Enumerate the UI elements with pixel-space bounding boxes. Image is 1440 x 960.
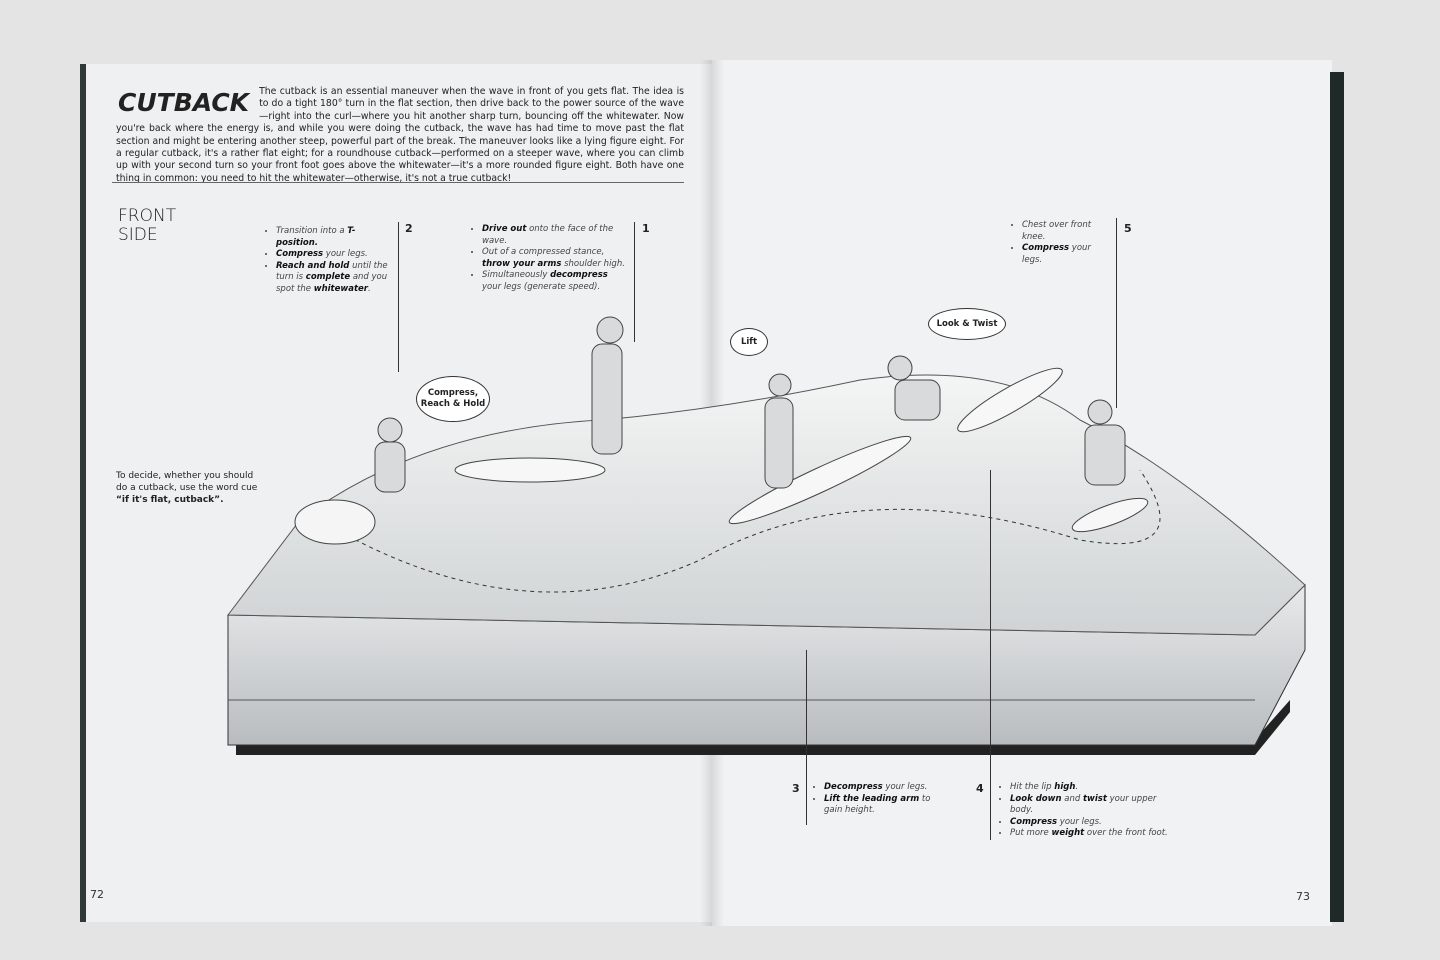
note-text: throw your arms [482, 258, 562, 269]
note-text: high [1054, 782, 1076, 792]
note-text: Hit the lip [1010, 782, 1055, 792]
note-text: and you spot the [276, 272, 388, 294]
slab-shadow [236, 700, 1290, 755]
cover-edge [1330, 72, 1344, 922]
step-4-item: Look down and twist your upper body. [1010, 794, 1180, 817]
step-2-leader [398, 222, 399, 372]
speech-bubble-compress: Compress, Reach & Hold [416, 376, 490, 422]
step-2-number: 2 [405, 222, 413, 235]
note-text: Compress [1022, 243, 1070, 253]
step-2-item: Transition into a T-position. [276, 226, 396, 249]
note-text: weight [1051, 828, 1085, 838]
note-text: T-position. [276, 226, 356, 248]
page-number-right: 73 [1296, 890, 1310, 903]
step-3-number: 3 [792, 782, 800, 795]
step-5-number: 5 [1124, 222, 1132, 235]
step-4-leader [990, 470, 991, 840]
step-2-item: Reach and hold until the turn is complet… [276, 261, 396, 296]
note-text: Put more [1010, 828, 1052, 838]
note-text: Simultaneously [482, 270, 551, 280]
note-text: Out of a compressed stance, [482, 247, 605, 257]
note-text: onto the face of the wave. [482, 224, 614, 246]
intro-block: CUTBACK The cutback is an essential mane… [116, 86, 684, 185]
note-text: until the turn is [276, 260, 388, 283]
note-text: your legs. [1022, 243, 1091, 265]
speech-bubble-lift: Lift [730, 328, 768, 356]
step-3-leader [806, 650, 807, 825]
note-text: . [1075, 782, 1079, 792]
page-number-left: 72 [90, 888, 104, 901]
figure-eight-path [319, 469, 1161, 593]
note-text: and [1061, 793, 1083, 804]
note-text: whitewater [313, 283, 368, 294]
section-heading-line: SIDE [118, 225, 158, 245]
note-text: your legs (generate speed). [482, 281, 601, 292]
step-4-item: Put more weight over the front foot. [1010, 828, 1180, 840]
note-text: twist [1082, 793, 1107, 804]
step-1-number: 1 [642, 222, 650, 235]
note-text: complete [305, 272, 351, 282]
surfboard [294, 499, 376, 545]
step-4-notes: Hit the lip high. Look down and twist yo… [1000, 782, 1180, 840]
step-2-item: Compress your legs. [276, 249, 396, 261]
step-5-leader [1116, 218, 1117, 408]
intro-paragraph: The cutback is an essential maneuver whe… [116, 86, 684, 184]
step-2-notes: Transition into a T-position. Compress y… [266, 226, 396, 295]
note-text: . [367, 283, 371, 294]
step-3-notes: Decompress your legs. Lift the leading a… [814, 782, 934, 817]
cue-quote: “if it's flat, cutback”. [116, 495, 224, 505]
step-5-item: Chest over front knee. [1022, 220, 1112, 243]
cue-text: To decide, whether you should do a cutba… [116, 471, 258, 493]
step-4-item: Compress your legs. [1010, 817, 1180, 829]
surfboard [728, 435, 912, 525]
note-text: your upper body. [1010, 793, 1157, 816]
note-text: Look down [1010, 793, 1062, 804]
step-1-leader [634, 222, 635, 342]
note-text: to gain height. [824, 793, 931, 816]
surfboard [454, 457, 606, 483]
surfboard [1071, 497, 1149, 533]
speech-bubble-look-twist: Look & Twist [928, 308, 1006, 340]
note-text: Lift the leading arm [824, 793, 920, 804]
surfer-figures [374, 316, 1126, 493]
word-cue-note: To decide, whether you should do a cutba… [116, 470, 266, 506]
section-heading-line: FRONT [118, 206, 177, 226]
step-1-item: Simultaneously decompress your legs (gen… [482, 270, 628, 293]
note-text: Compress [1010, 816, 1058, 827]
note-text: Transition into a [276, 226, 348, 236]
step-1-item: Out of a compressed stance, throw your a… [482, 247, 628, 270]
surfboard [957, 367, 1063, 433]
step-3-item: Decompress your legs. [824, 782, 934, 794]
note-text: shoulder high. [561, 258, 625, 269]
section-heading: FRONT SIDE [118, 207, 176, 245]
step-5-item: Compress your legs. [1022, 243, 1112, 266]
step-5-notes: Chest over front knee. Compress your leg… [1012, 220, 1112, 266]
note-text: Drive out [482, 224, 527, 234]
note-text: decompress [550, 270, 608, 280]
note-text: your legs. [882, 782, 928, 792]
step-3-item: Lift the leading arm to gain height. [824, 794, 934, 817]
note-text: over the front foot. [1084, 828, 1168, 838]
note-text: your legs. [1057, 816, 1102, 827]
step-4-item: Hit the lip high. [1010, 782, 1180, 794]
step-4-number: 4 [976, 782, 984, 795]
step-1-notes: Drive out onto the face of the wave. Out… [472, 224, 628, 293]
note-text: Decompress [824, 782, 883, 792]
note-text: your legs. [323, 249, 368, 259]
divider [112, 182, 684, 183]
note-text: Reach and hold [276, 260, 350, 271]
step-1-item: Drive out onto the face of the wave. [482, 224, 628, 247]
note-text: Chest over front knee. [1022, 220, 1092, 242]
page-title: CUTBACK [118, 88, 250, 117]
note-text: Compress [276, 249, 324, 259]
